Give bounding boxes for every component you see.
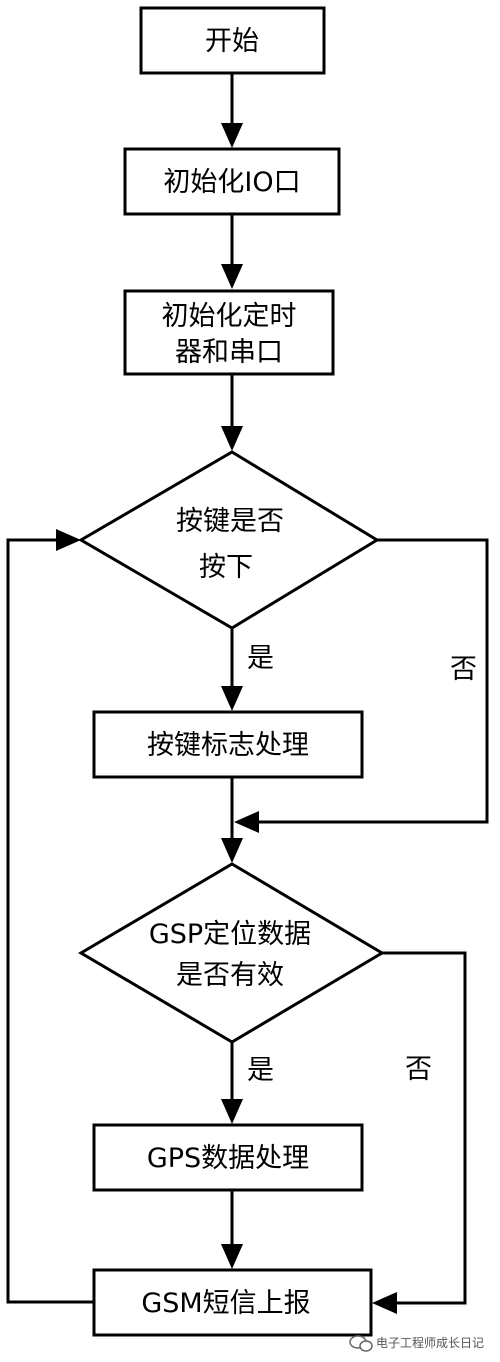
- node-gps-check: GSP定位数据 是否有效: [78, 862, 385, 1044]
- edge-label-key-no: 否: [450, 654, 477, 685]
- node-gsm-report-label: GSM短信上报: [141, 1288, 310, 1319]
- edge-label-gps-no: 否: [405, 1054, 432, 1085]
- node-gps-check-label-line1: GSP定位数据: [149, 919, 311, 950]
- connector-loop-back: [6, 529, 94, 1304]
- node-key-check-label-line1: 按键是否: [176, 506, 284, 537]
- node-key-process: 按键标志处理: [92, 710, 364, 779]
- node-gsm-report: GSM短信上报: [92, 1268, 373, 1337]
- connector-start-to-init-io: [221, 73, 243, 148]
- connector-init-io-to-init-timer: [221, 214, 243, 289]
- connector-init-timer-to-key-check: [221, 374, 243, 451]
- connector-key-no: [234, 538, 489, 833]
- connector-gps-yes: [221, 1042, 243, 1124]
- node-init-timer-label-line1: 初始化定时: [162, 301, 297, 332]
- connector-gps-no: [372, 951, 467, 1314]
- node-init-timer-label-line2: 器和串口: [175, 337, 283, 368]
- edge-label-gps-yes: 是: [247, 1055, 274, 1086]
- node-gps-process: GPS数据处理: [92, 1123, 364, 1192]
- node-key-check-label-line2: 按下: [199, 552, 253, 583]
- node-gps-process-label: GPS数据处理: [147, 1143, 309, 1174]
- connector-key-process-to-gps-check: [221, 777, 243, 863]
- node-gps-check-label-line2: 是否有效: [176, 960, 284, 991]
- watermark: 电子工程师成长日记: [349, 1335, 484, 1352]
- wechat-icon: [349, 1335, 373, 1352]
- connector-key-yes: [221, 628, 243, 711]
- watermark-text: 电子工程师成长日记: [376, 1335, 484, 1350]
- node-key-check: 按键是否 按下: [78, 450, 380, 630]
- node-start: 开始: [139, 6, 326, 75]
- connector-gps-process-to-gsm: [221, 1190, 243, 1269]
- node-init-io: 初始化IO口: [123, 147, 341, 216]
- edge-label-key-yes: 是: [247, 643, 274, 674]
- node-init-timer: 初始化定时 器和串口: [123, 289, 335, 376]
- node-init-io-label: 初始化IO口: [163, 167, 300, 198]
- node-start-label: 开始: [205, 26, 259, 57]
- node-key-process-label: 按键标志处理: [147, 730, 309, 761]
